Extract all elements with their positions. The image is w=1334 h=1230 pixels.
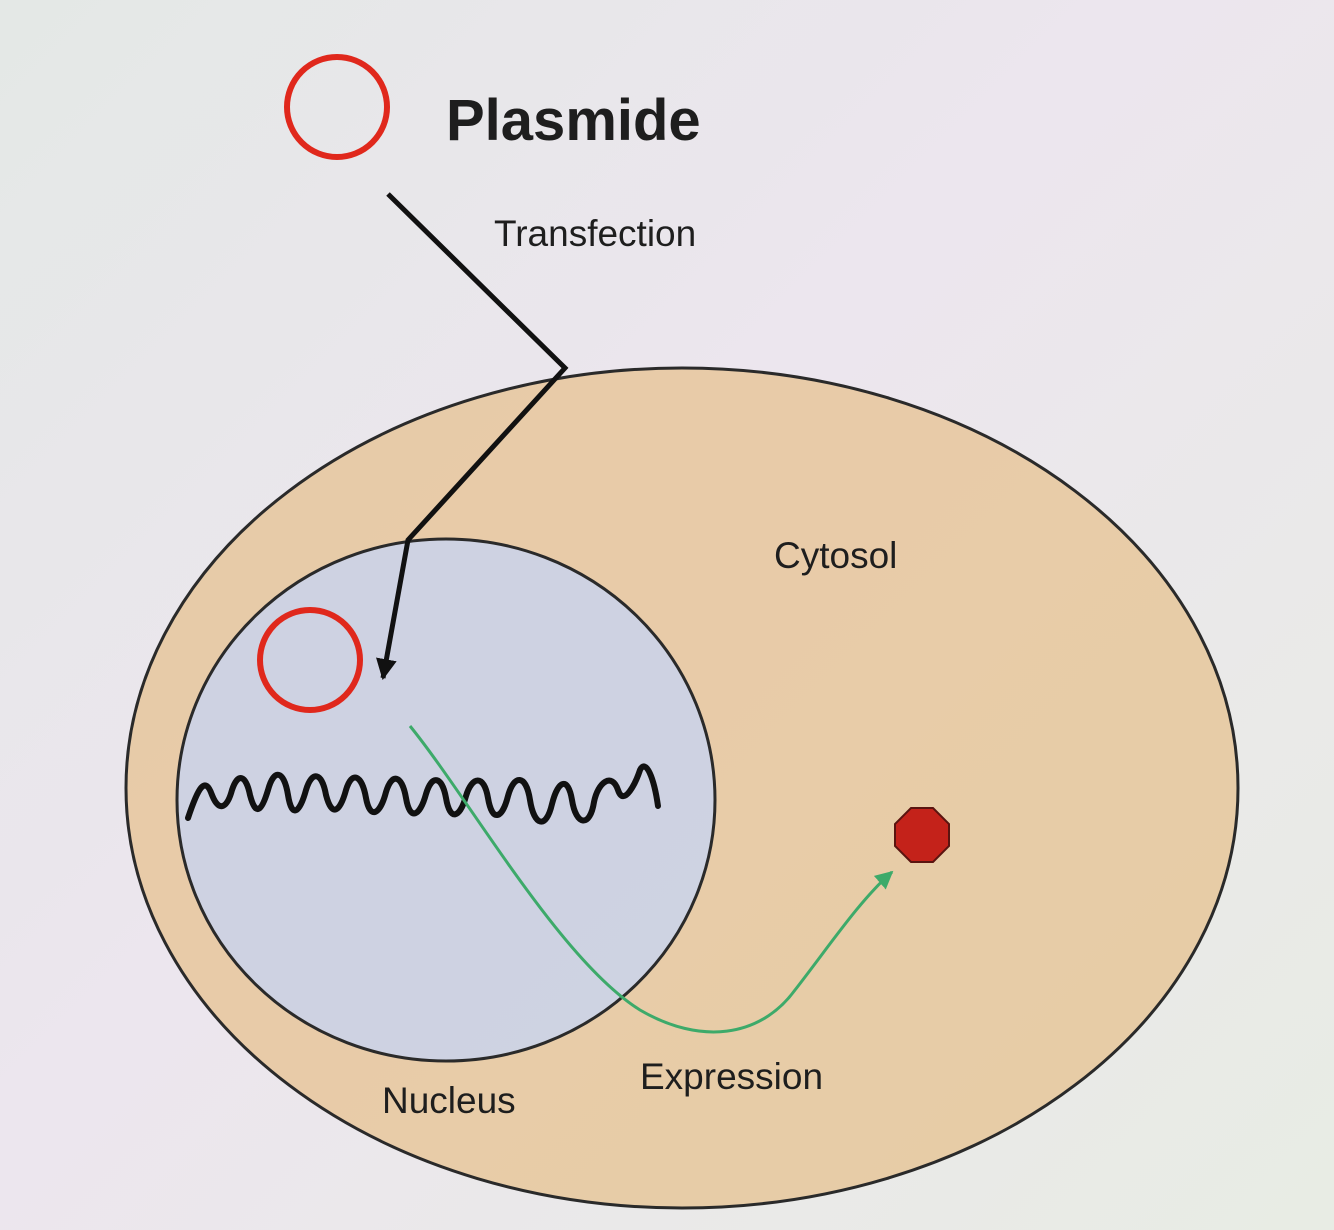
transfection-arrow	[376, 192, 569, 681]
protein-octagon-icon	[894, 807, 950, 863]
plasmid-title: Plasmide	[446, 88, 701, 153]
plasmid-ring-icon	[284, 54, 390, 160]
nucleus-label: Nucleus	[382, 1080, 516, 1121]
expression-arrow	[408, 725, 894, 1034]
cytosol-label: Cytosol	[774, 535, 897, 576]
transfection-label: Transfection	[494, 213, 696, 254]
nuclear-plasmid-ring-icon	[257, 607, 363, 713]
expression-label: Expression	[640, 1056, 823, 1097]
dna-strand-icon	[185, 763, 661, 825]
